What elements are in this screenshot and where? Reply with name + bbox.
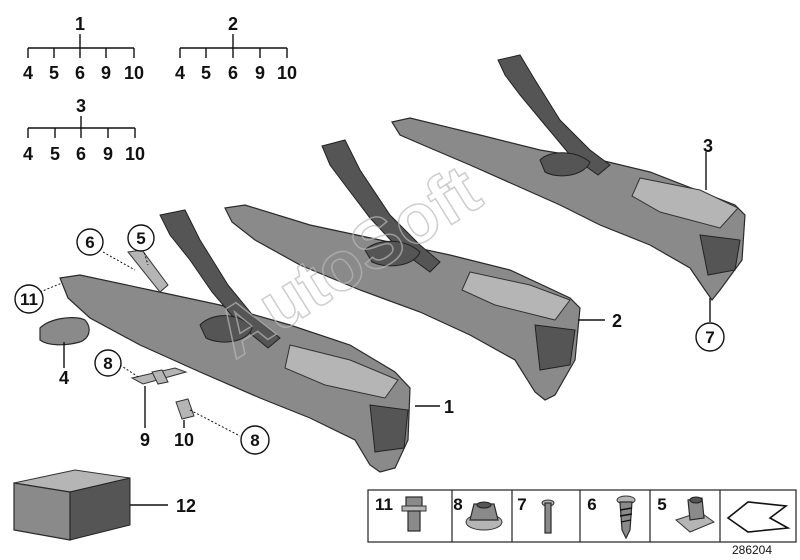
tree-2-child: 10 [277, 63, 297, 83]
tree-1-child: 9 [101, 63, 111, 83]
callout-7: 7 [705, 328, 714, 347]
tree-2-child: 6 [228, 63, 238, 83]
legend-item-8: 8 [453, 495, 462, 514]
screw-icon [616, 495, 636, 540]
legend-item-5: 5 [657, 495, 666, 514]
tree-1-root: 1 [75, 14, 85, 34]
tree-1-child: 6 [75, 63, 85, 83]
tree-3-child: 4 [23, 144, 33, 164]
callout-3: 3 [703, 136, 713, 156]
center-console-3 [391, 54, 746, 302]
tree-3-child: 10 [125, 144, 145, 164]
callout-12: 12 [176, 496, 196, 516]
rivet-icon [541, 499, 555, 534]
callout-1: 1 [444, 397, 454, 417]
leader-lines [39, 152, 711, 506]
tree-1-child: 5 [49, 63, 59, 83]
callout-6: 6 [85, 233, 94, 252]
callout-10: 10 [174, 430, 194, 450]
callout-5: 5 [136, 229, 145, 248]
callout-2: 2 [612, 311, 622, 331]
nut-icon [465, 501, 503, 531]
diagram-reference-number: 286204 [732, 543, 772, 557]
tree-2-root: 2 [228, 14, 238, 34]
tree-1-child: 10 [124, 63, 144, 83]
tree-3-child: 9 [103, 144, 113, 164]
tree-3-child: 5 [50, 144, 60, 164]
legend-item-6: 6 [587, 495, 596, 514]
callout-labels: 1 2 3 4 9 10 12 5 6 7 8 8 11 [14, 136, 725, 516]
center-console-2 [224, 139, 581, 401]
part-12-box [13, 469, 131, 541]
clip-nut-icon [675, 496, 716, 533]
tree-2-child: 4 [175, 63, 185, 83]
callout-9: 9 [140, 430, 150, 450]
callout-8-lower: 8 [250, 431, 259, 450]
legend-item-11: 11 [375, 495, 393, 514]
tree-3: 3 4 5 6 9 10 [23, 96, 145, 164]
tree-3-child: 6 [76, 144, 86, 164]
tree-2-child: 9 [255, 63, 265, 83]
part-4-armrest-pad [39, 317, 90, 346]
bolt-icon [401, 496, 427, 532]
tree-1: 1 4 5 6 9 10 [23, 14, 144, 83]
part-10-clip [175, 398, 195, 420]
tree-1-child: 4 [23, 63, 33, 83]
arrow-icon [726, 501, 791, 533]
tree-3-root: 3 [76, 96, 86, 116]
tree-2-child: 5 [201, 63, 211, 83]
center-console-1 [59, 209, 411, 473]
legend-item-7: 7 [517, 495, 526, 514]
tree-2: 2 4 5 6 9 10 [175, 14, 297, 83]
part-9-bracket [130, 367, 188, 385]
callout-4: 4 [59, 368, 69, 388]
callout-8-upper: 8 [103, 354, 112, 373]
fastener-legend: 11 8 7 6 5 [367, 489, 797, 543]
callout-11: 11 [20, 290, 38, 309]
